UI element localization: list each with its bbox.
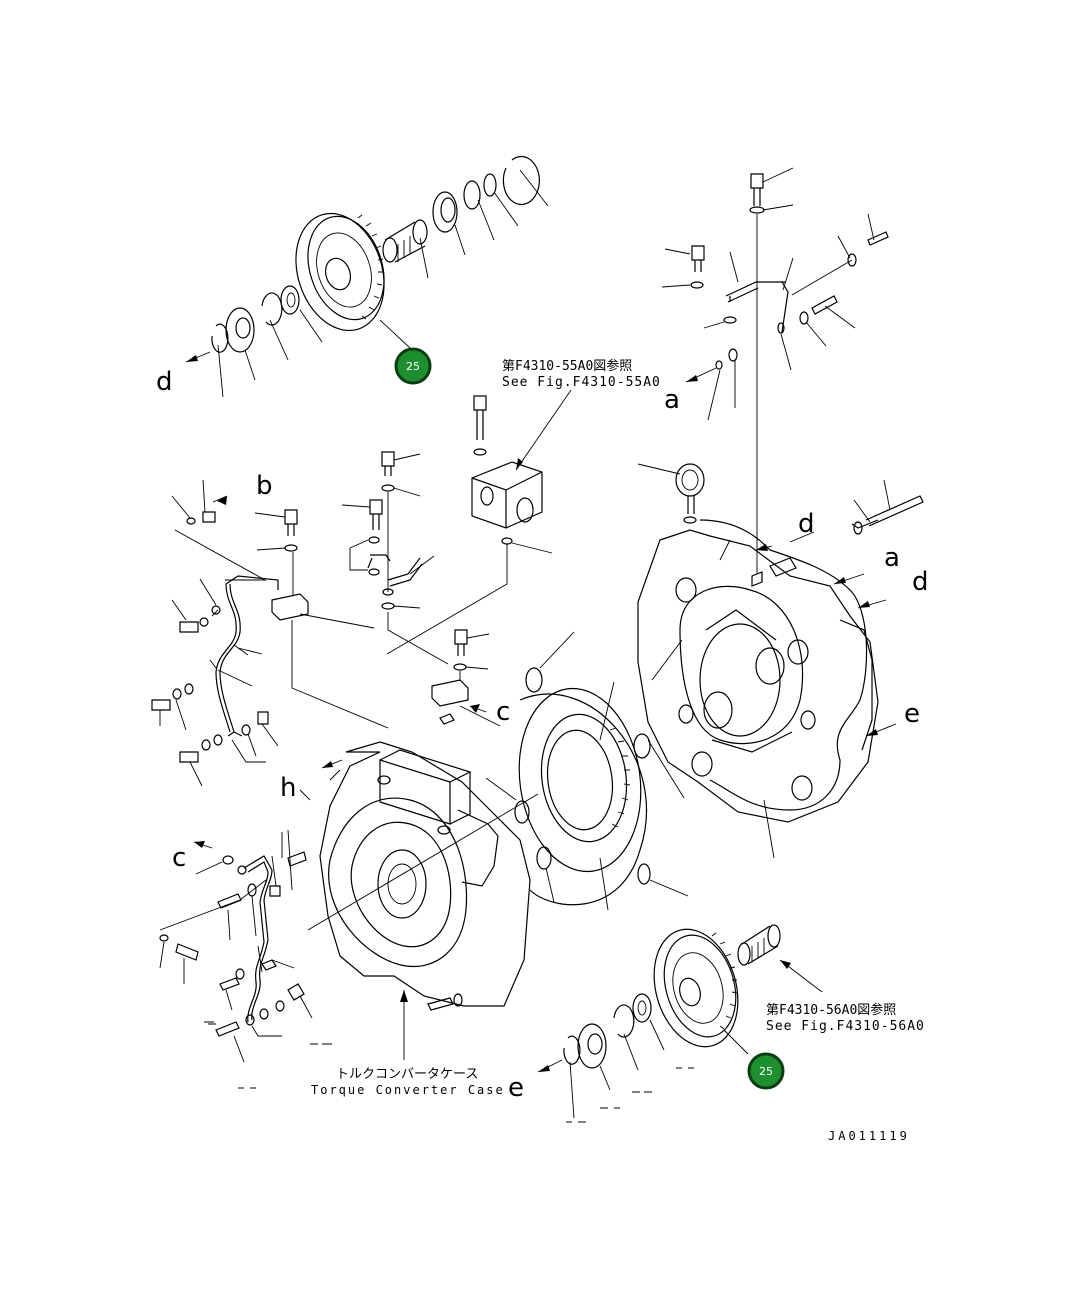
connection-letter-d-right: d	[798, 509, 815, 539]
connection-letter-d: d	[156, 367, 173, 397]
case-label-ja: トルクコンバータケース	[336, 1067, 478, 1082]
connection-letter-d-right-lower: d	[912, 567, 929, 597]
top-right-hardware	[661, 167, 889, 574]
ref-label-55-ja: 第F4310-55A0図参照	[502, 358, 632, 374]
connection-letter-e-right: e	[904, 699, 920, 729]
bottom-gear-assembly	[537, 924, 823, 1119]
svg-text:25: 25	[759, 1065, 773, 1078]
center-ring-gear	[485, 631, 689, 911]
connection-letter-e-bottom: e	[508, 1073, 524, 1103]
connection-letter-c-left: c	[172, 843, 186, 873]
left-pipe-assembly	[151, 451, 501, 787]
case-label-en: Torque Converter Case	[311, 1083, 505, 1097]
torque-converter-case	[281, 741, 539, 1060]
svg-text:25: 25	[406, 360, 420, 373]
part-callout-badge-top[interactable]: 25	[394, 347, 432, 385]
connection-letter-b: b	[256, 471, 273, 501]
valve-assembly	[386, 389, 572, 655]
connection-letter-a: a	[664, 385, 680, 415]
ref-label-55-en: See Fig.F4310-55A0	[502, 375, 661, 390]
connection-letter-a-right: a	[884, 543, 900, 573]
left-lower-pipe	[159, 841, 694, 1123]
connection-letter-c: c	[496, 697, 510, 727]
part-callout-badge-bottom[interactable]: 25	[747, 1052, 785, 1090]
ref-label-56-ja: 第F4310-56A0図参照	[766, 1002, 896, 1018]
right-housing	[637, 463, 924, 859]
top-gear-assembly	[185, 155, 549, 398]
connection-letter-h: h	[280, 773, 296, 803]
ref-label-56-en: See Fig.F4310-56A0	[766, 1019, 925, 1034]
drawing-id: JA011119	[828, 1129, 910, 1143]
